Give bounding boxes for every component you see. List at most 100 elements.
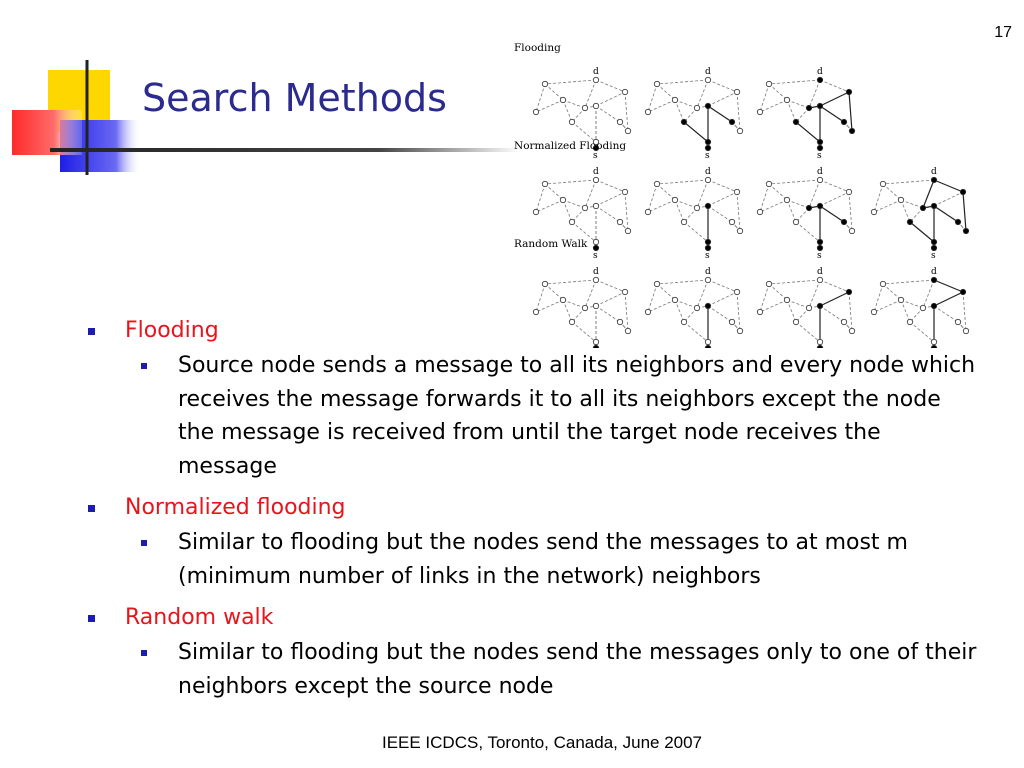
graph-node — [733, 88, 741, 96]
graph-node-visited — [704, 138, 712, 146]
graph-edge — [674, 299, 698, 309]
graph-node — [704, 76, 712, 84]
network-graph: ds — [756, 167, 856, 261]
graph-node-visited — [816, 76, 824, 84]
graph-edge — [544, 83, 564, 101]
graph-node-visited — [816, 102, 824, 110]
network-graph: ds — [644, 167, 744, 261]
graph-node — [624, 127, 632, 135]
graph-node — [816, 338, 824, 346]
graph-node — [592, 138, 600, 146]
sub-bullet-square-icon — [141, 540, 147, 546]
graph-edge — [624, 191, 629, 232]
graph-edge — [571, 107, 586, 123]
graph-edge — [683, 307, 698, 323]
source-label: s — [931, 251, 936, 261]
graph-edge — [571, 321, 597, 343]
graph-node — [616, 118, 624, 126]
graph-node-visited — [592, 244, 600, 252]
network-graph: ds — [532, 167, 632, 261]
graph-node — [756, 208, 764, 216]
graph-edge — [624, 291, 629, 332]
graph-node — [848, 227, 856, 235]
graph-edge — [562, 199, 573, 223]
graph-node-visited — [704, 202, 712, 210]
graph-node — [621, 88, 629, 96]
graph-edge — [656, 79, 709, 85]
graph-edge — [873, 299, 902, 313]
graph-edge — [808, 79, 821, 109]
slide-number: 17 — [994, 24, 1012, 41]
graph-edge — [674, 199, 685, 223]
graph-node — [704, 338, 712, 346]
graph-node — [756, 108, 764, 116]
destination-label: d — [931, 267, 937, 277]
graph-edge — [584, 79, 597, 109]
graph-edge — [535, 99, 564, 113]
graph-edge-active — [962, 191, 967, 232]
graph-edge — [595, 291, 626, 307]
graph-node — [736, 327, 744, 335]
graph-edge — [759, 183, 770, 213]
graph-node-visited — [930, 244, 938, 252]
graph-edge — [683, 207, 698, 223]
source-label: s — [593, 151, 598, 161]
graph-node — [644, 108, 652, 116]
graph-node — [919, 304, 927, 312]
graph-node — [592, 176, 600, 184]
graph-node-visited — [906, 218, 914, 226]
graph-node — [532, 208, 540, 216]
graph-node-visited — [680, 118, 688, 126]
graph-edge — [674, 199, 698, 209]
graph-edge — [562, 99, 573, 123]
graph-node-visited — [930, 344, 938, 348]
graph-edge — [571, 207, 586, 223]
graph-edge — [544, 179, 597, 185]
graph-edge — [759, 83, 770, 113]
graph-edge — [786, 199, 797, 223]
figure-row-label: Normalized Flooding — [514, 140, 626, 152]
graph-edge — [848, 191, 853, 232]
graph-node — [954, 318, 962, 326]
sub-bullet-text: Source node sends a message to all its n… — [178, 353, 976, 479]
graph-edge — [571, 121, 597, 143]
graph-node — [845, 188, 853, 196]
graph-node — [870, 308, 878, 316]
graph-node-visited — [930, 302, 938, 310]
destination-label: d — [705, 167, 711, 177]
destination-label: d — [931, 167, 937, 177]
graph-edge — [674, 99, 698, 109]
graph-edge — [900, 199, 924, 209]
graph-edge — [571, 221, 597, 243]
graph-node-visited — [845, 288, 853, 296]
graph-edge — [674, 299, 685, 323]
bullet-square-icon — [88, 328, 95, 335]
graph-edge — [873, 183, 884, 213]
graph-edge — [922, 279, 935, 309]
graph-node — [592, 76, 600, 84]
graph-node — [840, 318, 848, 326]
graph-edge — [562, 299, 573, 323]
graph-edge — [535, 199, 564, 213]
graph-node — [736, 127, 744, 135]
bullet-random-walk: Random walk — [88, 601, 988, 634]
network-graph: ds — [870, 267, 970, 348]
graph-edge-active — [819, 291, 850, 307]
graph-node-visited — [919, 204, 927, 212]
graph-edge — [656, 283, 676, 301]
graph-node-visited — [959, 288, 967, 296]
bullet-list: Flooding Source node sends a message to … — [88, 314, 988, 711]
source-label: s — [593, 251, 598, 261]
graph-node-visited — [816, 238, 824, 246]
title-underline — [50, 148, 520, 152]
graph-edge — [595, 205, 621, 223]
graph-edge — [819, 179, 850, 193]
graph-edge — [819, 191, 850, 207]
graph-node — [704, 176, 712, 184]
destination-label: d — [817, 167, 823, 177]
graph-edge — [656, 279, 709, 285]
graph-edge — [808, 279, 821, 309]
graph-edge — [683, 321, 709, 343]
title-decoration — [12, 60, 140, 175]
